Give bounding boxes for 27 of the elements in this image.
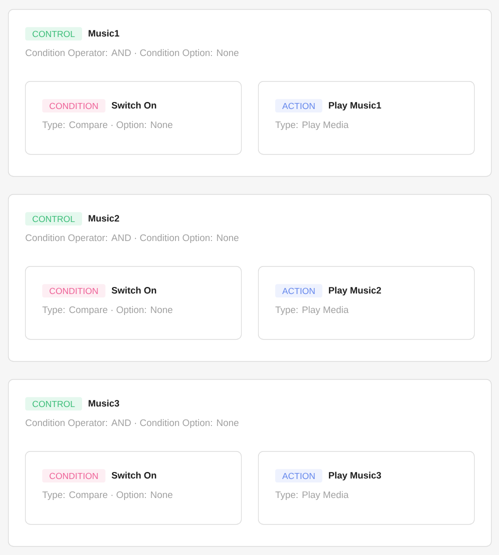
tag-badge: ACTION [275, 469, 322, 482]
card-title: Switch On [112, 102, 156, 109]
card-title: Switch On [112, 286, 156, 294]
card-details: Type: Compare · Option: None [42, 491, 172, 500]
card-details: Type: Play Media [275, 306, 349, 315]
tag-badge: CONDITION [42, 469, 106, 482]
tag-badge: ACTION [275, 99, 322, 112]
card-title: Play Music1 [328, 102, 382, 110]
card-details: Condition Operator: AND · Condition Option: None [26, 419, 238, 428]
card-title: Play Music2 [328, 286, 381, 296]
card-title: Music3 [88, 400, 120, 407]
card-details: Type: Play Media [275, 491, 349, 500]
tag-badge: CONTROL [25, 397, 82, 410]
tag-badge: CONDITION [42, 284, 106, 298]
card-title: Switch On [112, 472, 156, 479]
card-details: Type: Play Media [275, 121, 349, 130]
card-details: Type: Compare · Option: None [42, 121, 172, 130]
tag-badge: CONDITION [42, 99, 106, 112]
tag-badge: CONTROL [25, 212, 82, 226]
card-title: Play Music3 [328, 472, 381, 480]
tag-badge: ACTION [275, 284, 322, 298]
card-title: Music1 [88, 30, 120, 37]
card-details: Type: Compare · Option: None [42, 306, 172, 315]
tag-badge: CONTROL [25, 27, 82, 40]
card-details: Condition Operator: AND · Condition Option: None [26, 49, 238, 58]
card-details: Condition Operator: AND · Condition Option: None [26, 234, 238, 243]
card-title: Music2 [88, 214, 120, 222]
